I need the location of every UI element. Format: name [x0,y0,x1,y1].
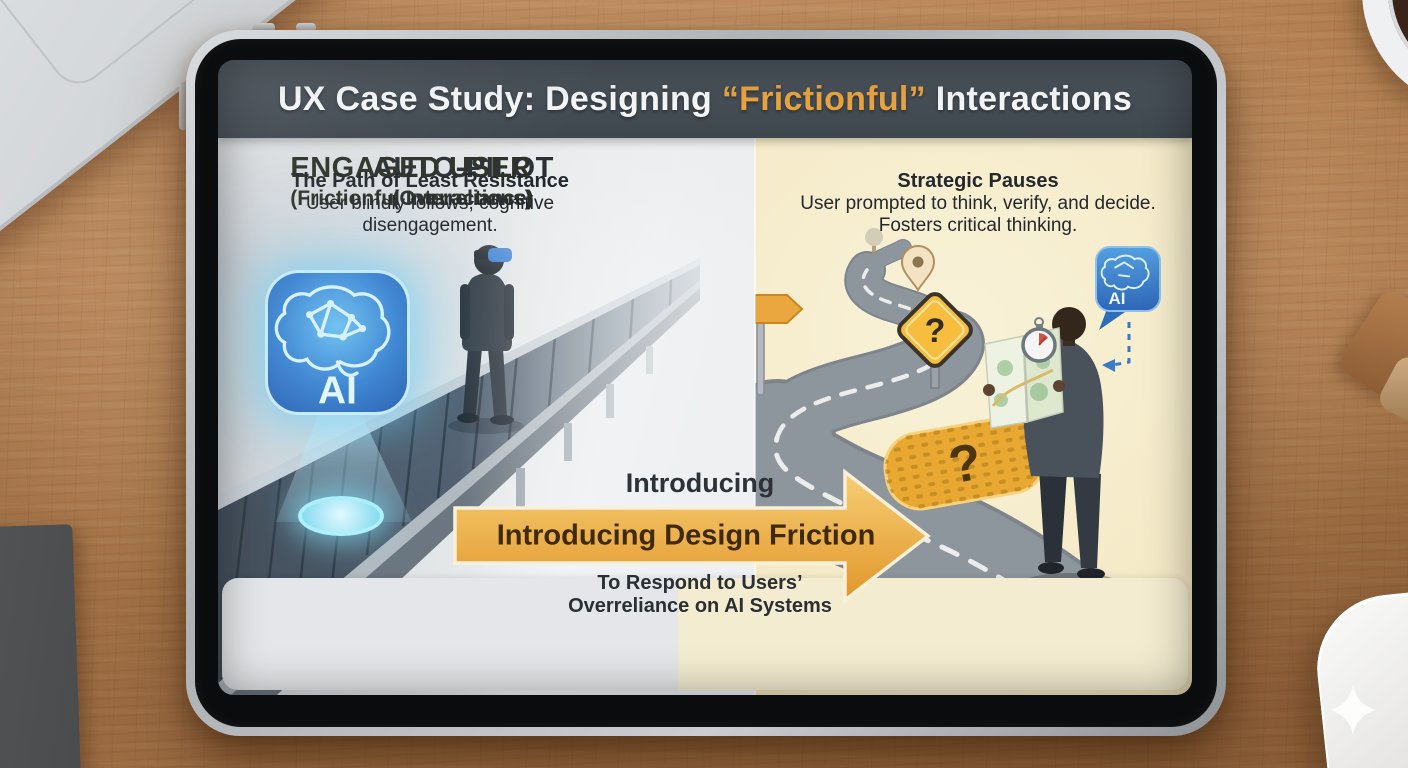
autopilot-title-block: AUTO-PILOT (Overreliance) [372,152,554,211]
ai-app-icon: AI [265,270,410,415]
engaged-title-block: ENGAGED USER (Frictionful Interactions) [290,152,532,211]
panel-divider [754,138,756,695]
autopilot-caption-title: The Path of Least Resistance [291,170,569,192]
autopilot-subtitle: (Overreliance) [392,187,534,210]
brain-nodes [306,299,367,341]
tablet-volume-button-2 [296,23,316,32]
tree [865,228,883,255]
autopilot-title: AUTO-PILOT [372,152,554,184]
caption-strip [222,578,1188,690]
caption-left-bg [222,578,678,690]
slide-title: UX Case Study: Designing “Frictionful” I… [277,79,1133,118]
tablet-screen: UX Case Study: Designing “Frictionful” I… [218,60,1192,695]
slide-title-highlight: “Frictionful” [721,79,926,118]
tablet-volume-button [253,23,275,32]
tablet: UX Case Study: Designing “Frictionful” I… [186,30,1226,736]
engaged-title: ENGAGED USER [290,152,532,184]
comparison-panels: AI [218,138,1192,695]
ai-icon-label: AI [318,370,357,412]
sparkle-icon [1328,684,1378,736]
fog-top [218,138,755,268]
engaged-caption: Strategic Pauses User prompted to think,… [778,170,1178,237]
slide-header: UX Case Study: Designing “Frictionful” I… [218,60,1192,138]
dashed-connector [1102,322,1131,372]
brain-icon [274,285,391,377]
caption-right-bg [678,578,1188,690]
ai-bubble-label: AI [1109,289,1126,308]
dark-notebook [0,524,84,768]
engaged-caption-title: Strategic Pauses [897,170,1059,192]
glow-ellipse [298,496,384,536]
bubble-brain-icon [1100,254,1150,291]
direction-signpost [755,294,804,396]
ai-speech-bubble: AI [1095,246,1161,372]
tablet-power-button [179,82,188,130]
sign-question-mark: ? [925,312,946,350]
question-warning-sign: ? [897,292,973,389]
autopilot-caption: The Path of Least Resistance User blindl… [260,170,600,237]
stopwatch-icon [1021,317,1057,363]
engaged-subtitle: (Frictionful Interactions) [290,187,532,210]
map-pin-icon [900,244,936,292]
